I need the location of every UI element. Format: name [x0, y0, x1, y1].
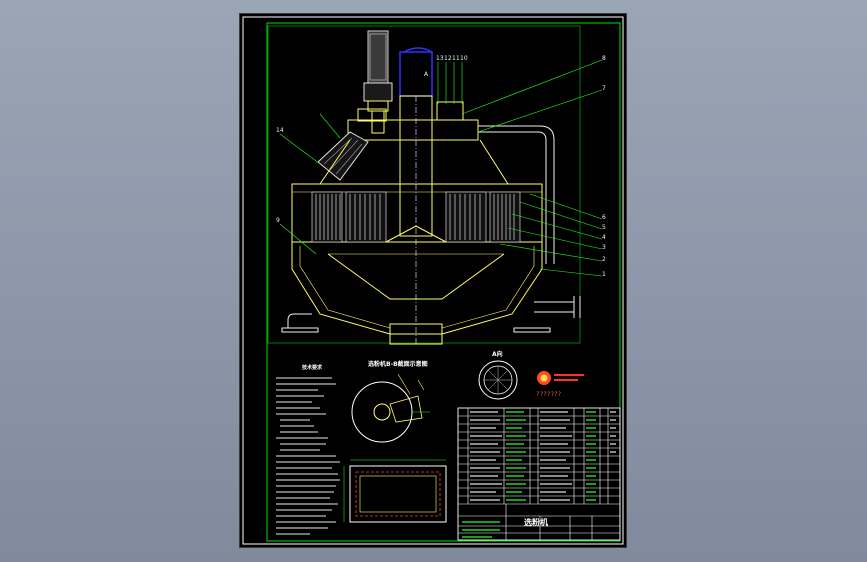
upper-cone [319, 139, 509, 185]
balloon-label: 3 [602, 244, 606, 251]
outer-frame [242, 16, 624, 545]
balloon-label: 6 [602, 214, 606, 221]
balloon-label: 7 [602, 85, 606, 92]
part-balloons: 8 7 6 5 4 3 2 1 13 12 11 10 14 9 A [276, 55, 606, 278]
bottom-outlet [389, 323, 443, 345]
section-caption: 选粉机B-B截面示意图 [368, 360, 428, 368]
section-view: 选粉机B-B截面示意图 [351, 360, 430, 443]
top-housing [347, 119, 479, 141]
motor [367, 30, 389, 84]
balloon-label: 9 [276, 217, 280, 224]
cad-viewport[interactable]: 8 7 6 5 4 3 2 1 13 12 11 10 14 9 A 选粉机B-… [239, 13, 627, 548]
balloon-label: 11 [452, 55, 460, 62]
balloon-label: 10 [460, 55, 468, 62]
air-outlet-pipe [534, 296, 581, 318]
title-block-name: 选粉机 [524, 517, 548, 527]
company-logo: ??????? [536, 371, 584, 398]
notes-heading: 技术要求 [302, 364, 323, 371]
balloon-label: 8 [602, 55, 606, 62]
separator-machine [281, 30, 581, 345]
rotor-cone [385, 225, 447, 243]
balloon-label: 4 [602, 234, 606, 241]
balloon-label: 5 [602, 224, 606, 231]
balloon-label: 2 [602, 256, 606, 263]
gearbox [363, 82, 393, 102]
inner-border [266, 22, 621, 542]
a-view-caption: A向 [492, 350, 503, 358]
parts-list [457, 407, 621, 541]
section-marker: A [424, 71, 429, 78]
upper-region-border [267, 25, 581, 344]
detail-view [343, 459, 447, 523]
return-pipe [478, 125, 555, 264]
drain-pipe [287, 313, 312, 329]
balloon-label: 12 [444, 55, 452, 62]
technical-notes: 技术要求 [276, 364, 340, 535]
main-drum [291, 183, 543, 243]
balloon-label: 14 [276, 127, 284, 134]
leader-lines [279, 59, 603, 277]
drawing-sheet: 8 7 6 5 4 3 2 1 13 12 11 10 14 9 A 选粉机B-… [242, 16, 624, 545]
a-view: A向 [478, 350, 518, 400]
lower-cone [291, 242, 543, 335]
balloon-label: 13 [436, 55, 444, 62]
balloon-label: 1 [602, 271, 606, 278]
parts-list-entries [462, 411, 616, 538]
guide-vanes [311, 191, 521, 243]
fines-cone [327, 253, 505, 300]
logo-text: ??????? [536, 391, 562, 398]
